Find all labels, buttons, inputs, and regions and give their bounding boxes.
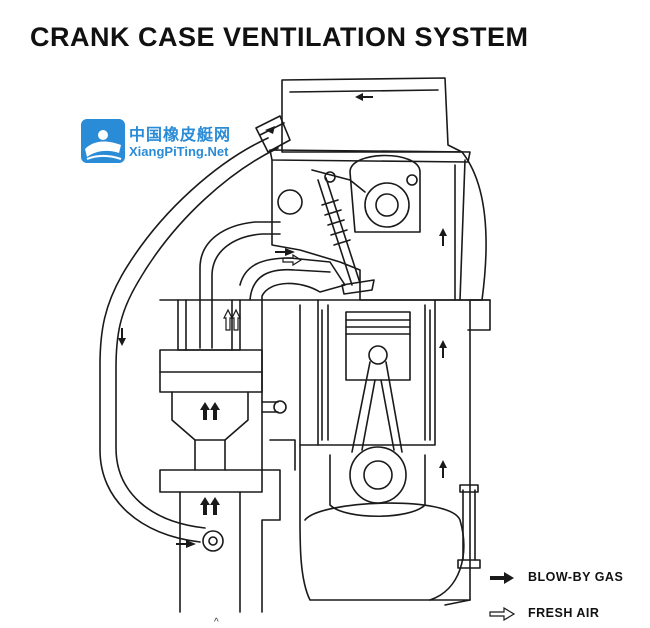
separator-cone bbox=[171, 391, 249, 441]
piston bbox=[345, 311, 411, 381]
legend: BLOW-BY GAS FRESH AIR bbox=[488, 566, 638, 628]
blowby-arrow bbox=[439, 340, 447, 358]
blowby-arrow bbox=[210, 402, 220, 420]
flow-arrows bbox=[118, 93, 447, 548]
watermark: 中国橡皮艇网 XiangPiTing.Net bbox=[81, 117, 256, 165]
oil-pan-bowl bbox=[304, 502, 465, 601]
dipstick-tube bbox=[462, 489, 476, 561]
diagram-title: CRANK CASE VENTILATION SYSTEM bbox=[30, 22, 529, 52]
legend-item: BLOW-BY GAS bbox=[488, 568, 638, 588]
blowby-arrow bbox=[275, 248, 295, 256]
piston-rings bbox=[345, 319, 411, 335]
breather-duct-inner bbox=[249, 268, 331, 301]
valve-stem bbox=[317, 179, 353, 286]
crank-journal bbox=[363, 460, 393, 490]
separator-housing bbox=[159, 349, 263, 393]
fresh-air-arrows bbox=[223, 253, 303, 331]
cylinder-block bbox=[317, 299, 436, 446]
crankcase-lower bbox=[299, 444, 471, 601]
head-cover-rib bbox=[289, 89, 439, 93]
caret-mark: ^ bbox=[214, 617, 219, 628]
crank-counterweight bbox=[329, 454, 426, 517]
cylinder-wall-right bbox=[424, 304, 431, 441]
legend-label: BLOW-BY GAS bbox=[528, 570, 624, 584]
dipstick-cap bbox=[459, 484, 479, 493]
cylinder-head-body bbox=[271, 159, 466, 301]
fresh-air-arrow bbox=[282, 253, 303, 267]
camshaft-lobe bbox=[364, 182, 410, 228]
connecting-rod-web bbox=[361, 379, 395, 451]
separator-upper bbox=[177, 299, 241, 351]
hose-clamp-top bbox=[255, 115, 291, 153]
blowby-arrow bbox=[439, 228, 447, 246]
valve-spring bbox=[321, 199, 351, 246]
connecting-rod bbox=[351, 361, 403, 453]
rocker-shaft bbox=[324, 171, 336, 183]
right-wall-step bbox=[459, 299, 491, 331]
cylinder-head-cover bbox=[281, 77, 463, 153]
legend-label: FRESH AIR bbox=[528, 606, 600, 620]
return-tube-2 bbox=[211, 233, 281, 349]
water-jacket-left bbox=[299, 304, 319, 446]
blowby-arrow bbox=[200, 497, 210, 515]
crankcase-right-wall bbox=[444, 151, 487, 606]
legend-item: FRESH AIR bbox=[488, 604, 638, 624]
crank-big-end bbox=[349, 446, 407, 504]
side-nipple-cap bbox=[273, 400, 287, 414]
side-nipple bbox=[261, 401, 279, 413]
return-tube bbox=[199, 221, 281, 349]
separator-upper-2 bbox=[185, 299, 233, 351]
case-left-wall bbox=[261, 299, 281, 613]
blowby-arrow bbox=[355, 93, 373, 101]
hollow-arrow-icon bbox=[489, 607, 516, 621]
rocker-arm bbox=[311, 169, 366, 193]
blowby-arrow bbox=[200, 402, 210, 420]
blowby-arrow bbox=[176, 540, 196, 548]
separator-outlet bbox=[179, 491, 241, 613]
blowby-arrow bbox=[439, 460, 447, 478]
cam-bolt bbox=[406, 174, 418, 186]
blowby-hose-outer bbox=[99, 137, 269, 543]
fresh-air-arrow bbox=[231, 308, 241, 331]
valve-head bbox=[341, 279, 375, 295]
blowby-arrow bbox=[210, 497, 220, 515]
cam-housing bbox=[349, 154, 421, 233]
blowby-hose-inner bbox=[115, 147, 279, 529]
cylinder-wall-left bbox=[321, 304, 329, 441]
piston-pin bbox=[368, 345, 388, 365]
breather-duct bbox=[239, 257, 346, 301]
hose-fitting-bottom bbox=[202, 530, 224, 552]
blowby-arrow bbox=[118, 328, 126, 346]
solid-arrow-icon bbox=[490, 572, 514, 584]
dipstick-base bbox=[457, 559, 481, 569]
fresh-air-arrow bbox=[223, 308, 233, 331]
separator-neck bbox=[194, 439, 226, 471]
separator-lower bbox=[159, 469, 263, 493]
head-bolt-boss-left bbox=[277, 189, 303, 215]
watermark-url-text: XiangPiTing.Net bbox=[129, 144, 229, 159]
watermark-cn-text: 中国橡皮艇网 bbox=[129, 125, 232, 144]
hose-fitting-bottom-inner bbox=[208, 536, 218, 546]
case-left-wall-inner bbox=[269, 439, 296, 471]
watermark-logo-icon bbox=[81, 119, 125, 163]
blowby-arrow bbox=[265, 126, 275, 134]
camshaft-hub bbox=[375, 193, 399, 217]
